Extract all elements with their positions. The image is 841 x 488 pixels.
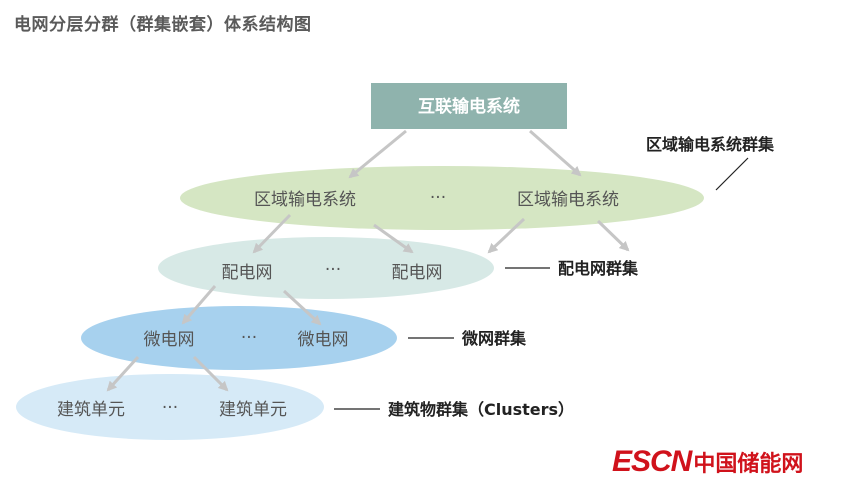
interconnected-transmission-label: 互联输电系统	[418, 96, 520, 117]
page-title: 电网分层分群（群集嵌套）体系结构图	[14, 15, 312, 35]
arrow	[596, 219, 630, 252]
micro-ellipse	[81, 306, 397, 370]
building-right-label: 建筑单元	[219, 400, 287, 420]
regional-ellipsis: ···	[430, 188, 446, 208]
building-ellipse	[16, 374, 324, 440]
regional-ellipse	[180, 166, 704, 230]
regional-cluster-label: 区域输电系统群集	[646, 135, 775, 154]
arrow	[348, 129, 407, 179]
arrow	[487, 217, 526, 254]
arrow	[192, 355, 229, 392]
arrow	[106, 355, 140, 392]
distribution-ellipsis: ···	[325, 260, 341, 280]
arrow	[181, 285, 217, 325]
building-cluster-label: 建筑物群集（Clusters）	[388, 400, 574, 419]
arrow	[529, 129, 582, 177]
building-left-label: 建筑单元	[57, 400, 125, 420]
logo-latin: ESCN	[612, 445, 692, 478]
arrow	[373, 223, 414, 254]
regional-left-label: 区域输电系统	[254, 190, 356, 210]
arrow	[282, 289, 322, 326]
micro-cluster-label: 微网群集	[461, 329, 527, 348]
micro-right-label: 微电网	[298, 330, 349, 350]
micro-left-label: 微电网	[144, 330, 195, 350]
regional-cluster-connector	[715, 157, 749, 191]
building-ellipsis: ···	[162, 398, 178, 418]
distribution-left-label: 配电网	[222, 263, 273, 283]
distribution-cluster-label: 配电网群集	[558, 259, 639, 278]
micro-ellipsis: ···	[241, 328, 257, 348]
regional-right-label: 区域输电系统	[517, 190, 619, 210]
interconnected-transmission-box	[371, 83, 567, 129]
distribution-right-label: 配电网	[392, 263, 443, 283]
escn-logo: ESCN 中国储能网	[612, 444, 803, 480]
arrow	[252, 213, 292, 254]
logo-chinese: 中国储能网	[693, 452, 804, 477]
